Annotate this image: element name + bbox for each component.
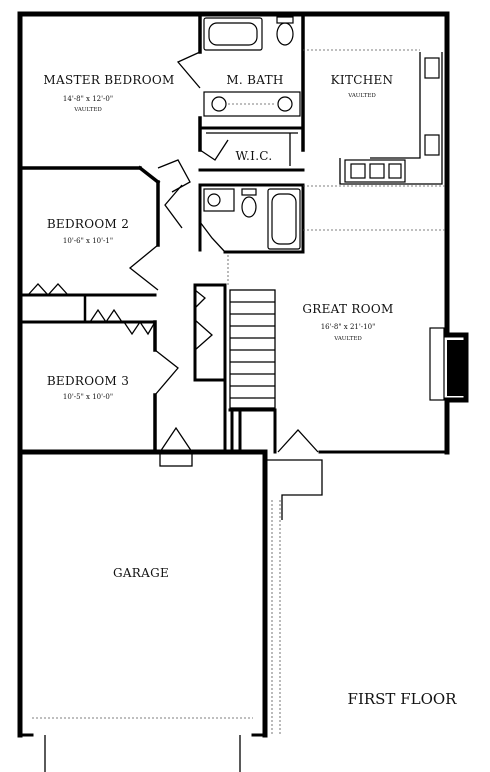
room-label-great-room: GREAT ROOM 16'-8" x 21'-10" VAULTED bbox=[302, 302, 393, 342]
bedroom3-name: BEDROOM 3 bbox=[47, 374, 129, 388]
kitchen-fixtures bbox=[303, 49, 443, 185]
wic-shelves bbox=[206, 132, 298, 166]
room-label-master-bedroom: MASTER BEDROOM 14'-8" x 12'-0" VAULTED bbox=[43, 73, 174, 113]
fireplace bbox=[429, 327, 464, 401]
kitchen-name: KITCHEN bbox=[331, 73, 394, 87]
master-bedroom-note: VAULTED bbox=[73, 107, 102, 113]
great-room-name: GREAT ROOM bbox=[302, 302, 393, 316]
bedroom2-name: BEDROOM 2 bbox=[47, 217, 129, 231]
door-swings bbox=[27, 51, 319, 467]
m-bath-fixtures bbox=[203, 16, 301, 117]
kitchen-note: VAULTED bbox=[347, 93, 376, 99]
master-bedroom-name: MASTER BEDROOM bbox=[43, 73, 174, 87]
great-room-note: VAULTED bbox=[333, 336, 362, 342]
front-stoop bbox=[264, 452, 323, 735]
exterior-walls bbox=[17, 11, 469, 772]
floor-label: FIRST FLOOR bbox=[348, 690, 458, 708]
master-bedroom-dims: 14'-8" x 12'-0" bbox=[63, 95, 113, 103]
room-label-kitchen: KITCHEN VAULTED bbox=[331, 73, 394, 99]
great-room-dims: 16'-8" x 21'-10" bbox=[321, 323, 376, 331]
wic-name: W.I.C. bbox=[236, 149, 273, 163]
garage-name: GARAGE bbox=[113, 566, 169, 580]
interior-walls bbox=[18, 12, 445, 454]
room-label-bedroom2: BEDROOM 2 10'-6" x 10'-1" bbox=[47, 217, 129, 245]
bedroom2-dims: 10'-6" x 10'-1" bbox=[63, 237, 113, 245]
staircase bbox=[229, 289, 276, 409]
m-bath-name: M. BATH bbox=[226, 73, 283, 87]
hall-bath-fixtures bbox=[203, 188, 301, 250]
room-label-bedroom3: BEDROOM 3 10'-5" x 10'-0" bbox=[47, 374, 129, 401]
bedroom3-dims: 10'-5" x 10'-0" bbox=[63, 393, 113, 401]
vault-lines bbox=[227, 229, 445, 285]
